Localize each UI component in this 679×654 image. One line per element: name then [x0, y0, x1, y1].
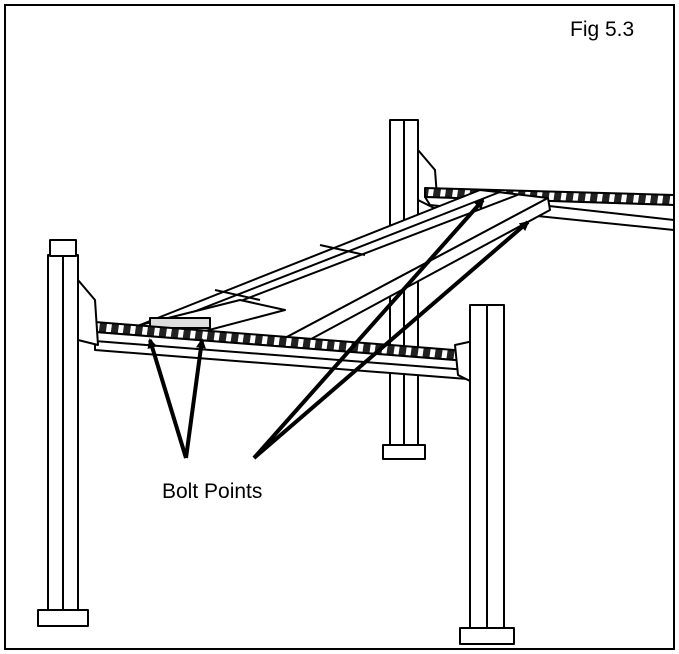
- arrow-left-1: [147, 338, 188, 459]
- arrow-left-2: [184, 338, 206, 459]
- figure-label: Fig 5.3: [570, 18, 635, 41]
- front-right-post: [454, 304, 515, 645]
- arrow-right-2: [252, 220, 530, 460]
- arrow-right-1: [252, 198, 485, 460]
- front-left-post: [37, 239, 99, 627]
- figure-frame: [4, 4, 675, 650]
- back-left-post: [382, 119, 439, 460]
- bolt-points-label: Bolt Points: [162, 480, 263, 503]
- bolt-point-arrows: [147, 198, 530, 460]
